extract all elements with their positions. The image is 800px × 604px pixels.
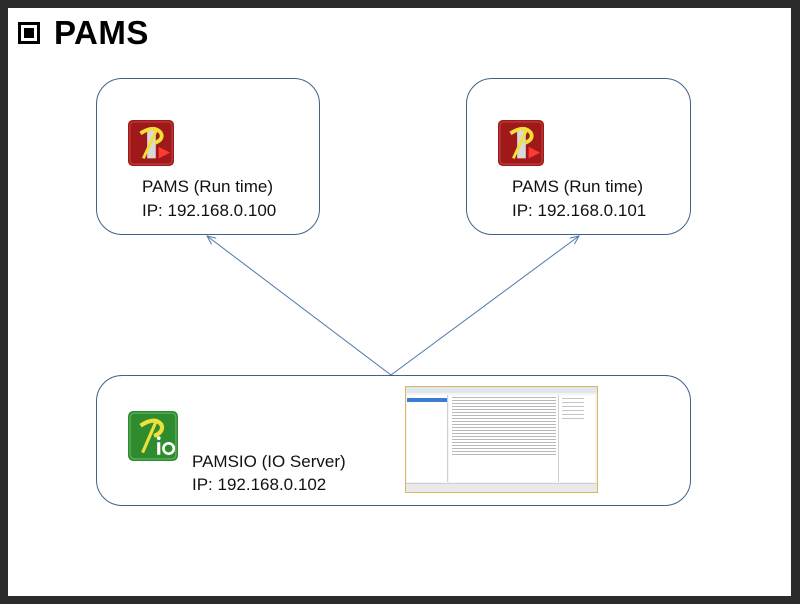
pamsio-icon	[128, 411, 178, 461]
runtime-node-1: PAMS (Run time) IP: 192.168.0.100	[96, 78, 320, 235]
node-ip: IP: 192.168.0.101	[512, 201, 647, 220]
square-bullet-icon	[18, 22, 40, 44]
arrow-io-to-runtime-a	[207, 236, 391, 375]
thumbnail-titlebar	[406, 387, 597, 393]
node-ip: IP: 192.168.0.100	[142, 201, 277, 220]
thumbnail-statusbar	[406, 483, 597, 492]
arrow-io-to-runtime-b	[391, 236, 579, 375]
runtime-node-2: PAMS (Run time) IP: 192.168.0.101	[466, 78, 691, 235]
node-label: PAMSIO (IO Server)	[192, 452, 346, 471]
node-ip: IP: 192.168.0.102	[192, 475, 327, 494]
page-title: PAMS	[18, 14, 149, 52]
thumbnail-sidebar	[407, 395, 448, 482]
pams-runtime-icon	[498, 120, 544, 166]
thumbnail-log-pane	[449, 395, 559, 482]
diagram-canvas: PAMS PAMS (Run time) IP: 192.168.0.100	[8, 8, 791, 596]
node-label: PAMS (Run time)	[512, 177, 643, 196]
connector-lines	[8, 8, 791, 596]
io-server-node: PAMSIO (IO Server) IP: 192.168.0.102	[96, 375, 691, 506]
io-server-screenshot-thumbnail	[405, 386, 598, 493]
page-title-text: PAMS	[54, 14, 149, 51]
thumbnail-properties-pane	[558, 395, 595, 482]
node-label: PAMS (Run time)	[142, 177, 273, 196]
pams-runtime-icon	[128, 120, 174, 166]
